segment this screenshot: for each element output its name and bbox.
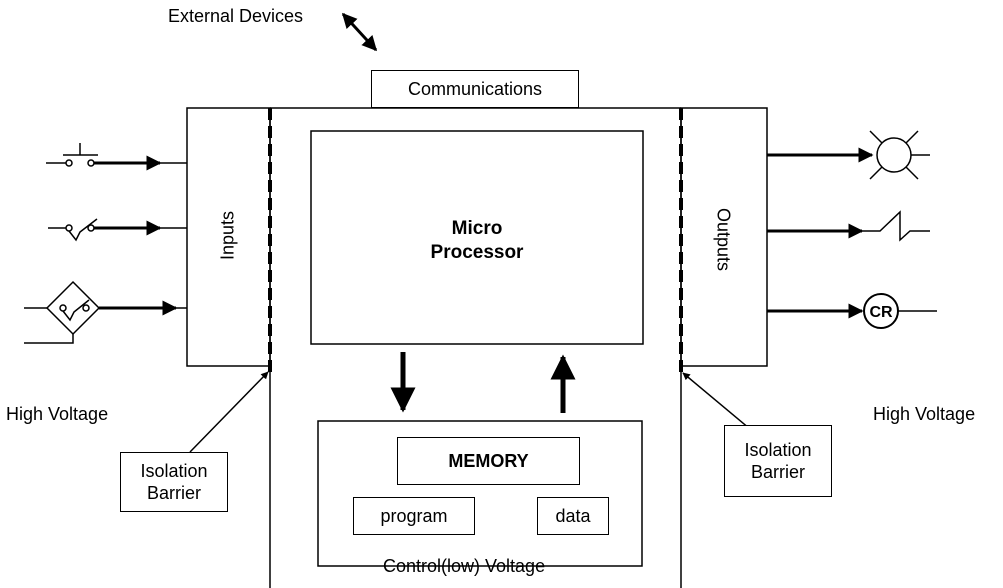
micro-processor-label-line1: Micro [451,218,503,239]
micro-processor-box [310,130,644,345]
external-devices-arrow [341,12,378,52]
isolation-barrier-left-pointer [189,371,269,453]
data-box: data [537,497,609,535]
controller-enclosure [269,107,682,588]
limit-switch-input-icon [48,218,187,242]
external-devices-label: External Devices [168,6,304,26]
isolation-barrier-left-box: Isolation Barrier [120,452,228,512]
relay-coil-output-icon: CR [767,293,937,329]
coil-label: CR [869,304,893,321]
program-box: program [353,497,475,535]
outputs-label: Outputs [713,207,734,272]
lamp-output-icon [767,130,930,180]
micro-processor-label-line2: Processor [430,242,524,263]
high-voltage-left-label: High Voltage [6,404,109,424]
isolation-barrier-right-box: Isolation Barrier [724,425,832,497]
memory-area [317,420,643,567]
heater-output-icon [767,210,930,242]
pushbutton-input-icon [46,143,187,171]
sensor-input-icon [24,280,187,344]
memory-box: MEMORY [397,437,580,485]
high-voltage-right-label: High Voltage [873,404,976,424]
inputs-label: Inputs [217,210,238,261]
communications-box: Communications [371,70,579,108]
control-voltage-label: Control(low) Voltage [383,556,546,576]
